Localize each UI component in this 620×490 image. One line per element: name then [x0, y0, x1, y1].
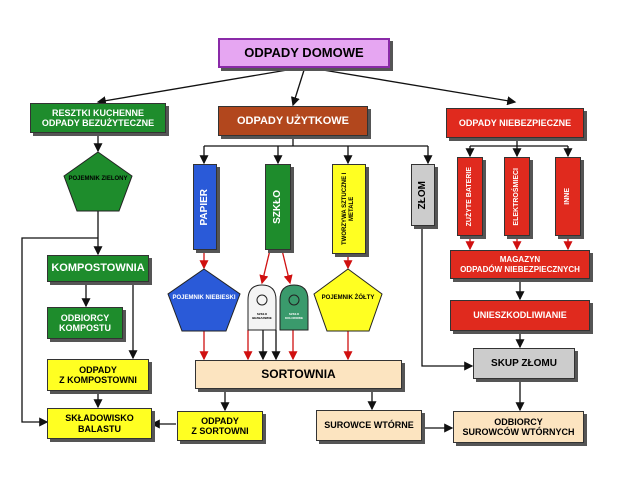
scrap-purchase-box: SKUP ZŁOMU: [473, 348, 575, 379]
secondary-recipients-label: ODBIORCY SUROWCÓW WTÓRNYCH: [462, 416, 575, 437]
title-label: ODPADY DOMOWE: [244, 44, 364, 60]
paper-box: PAPIER: [193, 164, 217, 250]
kitchen-waste-box: RESZTKI KUCHENNE ODPADY BEZUŻYTECZNE: [30, 103, 166, 133]
compost-box: KOMPOSTOWNIA: [47, 255, 149, 282]
secondary-materials-box: SUROWCE WTÓRNE: [316, 410, 422, 441]
sorting-plant-box: SORTOWNIA: [195, 360, 402, 389]
scrap-purchase-label: SKUP ZŁOMU: [491, 357, 557, 369]
neutralization-box: UNIESZKODLIWIANIE: [450, 300, 590, 331]
blue-bin-label: POJEMNIK NIEBIESKI: [172, 295, 236, 301]
sorting-plant-label: SORTOWNIA: [261, 366, 336, 381]
useful-waste-box: ODPADY UŻYTKOWE: [218, 106, 368, 136]
hazard-storage-label: MAGAZYN ODPADÓW NIEBEZPIECZNYCH: [460, 255, 580, 274]
landfill-label: SKŁADOWISKO BALASTU: [65, 413, 134, 434]
glass-box: SZKŁO: [265, 164, 291, 250]
compost-recipients-label: ODBIORCY KOMPOSTU: [58, 312, 111, 333]
paper-label: PAPIER: [199, 188, 211, 226]
green-bin-label: POJEMNIK ZIELONY: [68, 176, 128, 182]
yellow-bin-label: POJEMNIK ŻÓŁTY: [321, 295, 375, 301]
other-hazard-box: INNE: [555, 157, 581, 236]
batteries-box: ZUŻYTE BATERIE: [457, 157, 483, 236]
plastic-metal-label: TWORZYWA SZTUCZNE I METALE: [342, 172, 355, 246]
scrap-label: ZŁOM: [417, 180, 429, 210]
compost-waste-box: ODPADY Z KOMPOSTOWNI: [47, 359, 149, 391]
other-hazard-label: INNE: [563, 188, 571, 205]
glass-label: SZKŁO: [272, 190, 284, 224]
title-box: ODPADY DOMOWE: [218, 38, 390, 68]
compost-recipients-box: ODBIORCY KOMPOSTU: [47, 307, 123, 339]
glass-white-label: SZKŁO BEZBARWNE: [252, 312, 272, 320]
electro-waste-label: ELEKTROŚMIECI: [512, 167, 520, 226]
neutralization-label: UNIESZKODLIWIANIE: [473, 310, 567, 321]
glass-white-bin-shape: [247, 284, 277, 331]
hazardous-waste-label: ODPADY NIEBEZPIECZNE: [458, 117, 572, 128]
glass-color-bin-shape: [279, 284, 309, 331]
yellow-bin-shape: [313, 268, 383, 332]
hazard-storage-box: MAGAZYN ODPADÓW NIEBEZPIECZNYCH: [450, 250, 590, 279]
landfill-box: SKŁADOWISKO BALASTU: [47, 408, 152, 439]
sorting-waste-box: ODPADY Z SORTOWNI: [177, 411, 263, 441]
secondary-materials-label: SUROWCE WTÓRNE: [324, 420, 414, 431]
hazardous-waste-box: ODPADY NIEBEZPIECZNE: [446, 108, 584, 138]
compost-waste-label: ODPADY Z KOMPOSTOWNI: [59, 364, 137, 385]
secondary-recipients-box: ODBIORCY SUROWCÓW WTÓRNYCH: [453, 411, 584, 443]
useful-waste-label: ODPADY UŻYTKOWE: [236, 114, 350, 127]
scrap-box: ZŁOM: [411, 164, 435, 226]
kitchen-waste-label: RESZTKI KUCHENNE ODPADY BEZUŻYTECZNE: [41, 107, 155, 128]
batteries-label: ZUŻYTE BATERIE: [465, 166, 473, 227]
glass-color-label: SZKŁO KOLOROWE: [285, 312, 303, 320]
sorting-waste-label: ODPADY Z SORTOWNI: [191, 415, 249, 436]
green-bin-shape: [63, 151, 133, 212]
blue-bin-shape: [167, 268, 241, 332]
plastic-metal-box: TWORZYWA SZTUCZNE I METALE: [332, 164, 366, 254]
compost-label: KOMPOSTOWNIA: [51, 262, 145, 275]
electro-waste-box: ELEKTROŚMIECI: [504, 157, 530, 236]
